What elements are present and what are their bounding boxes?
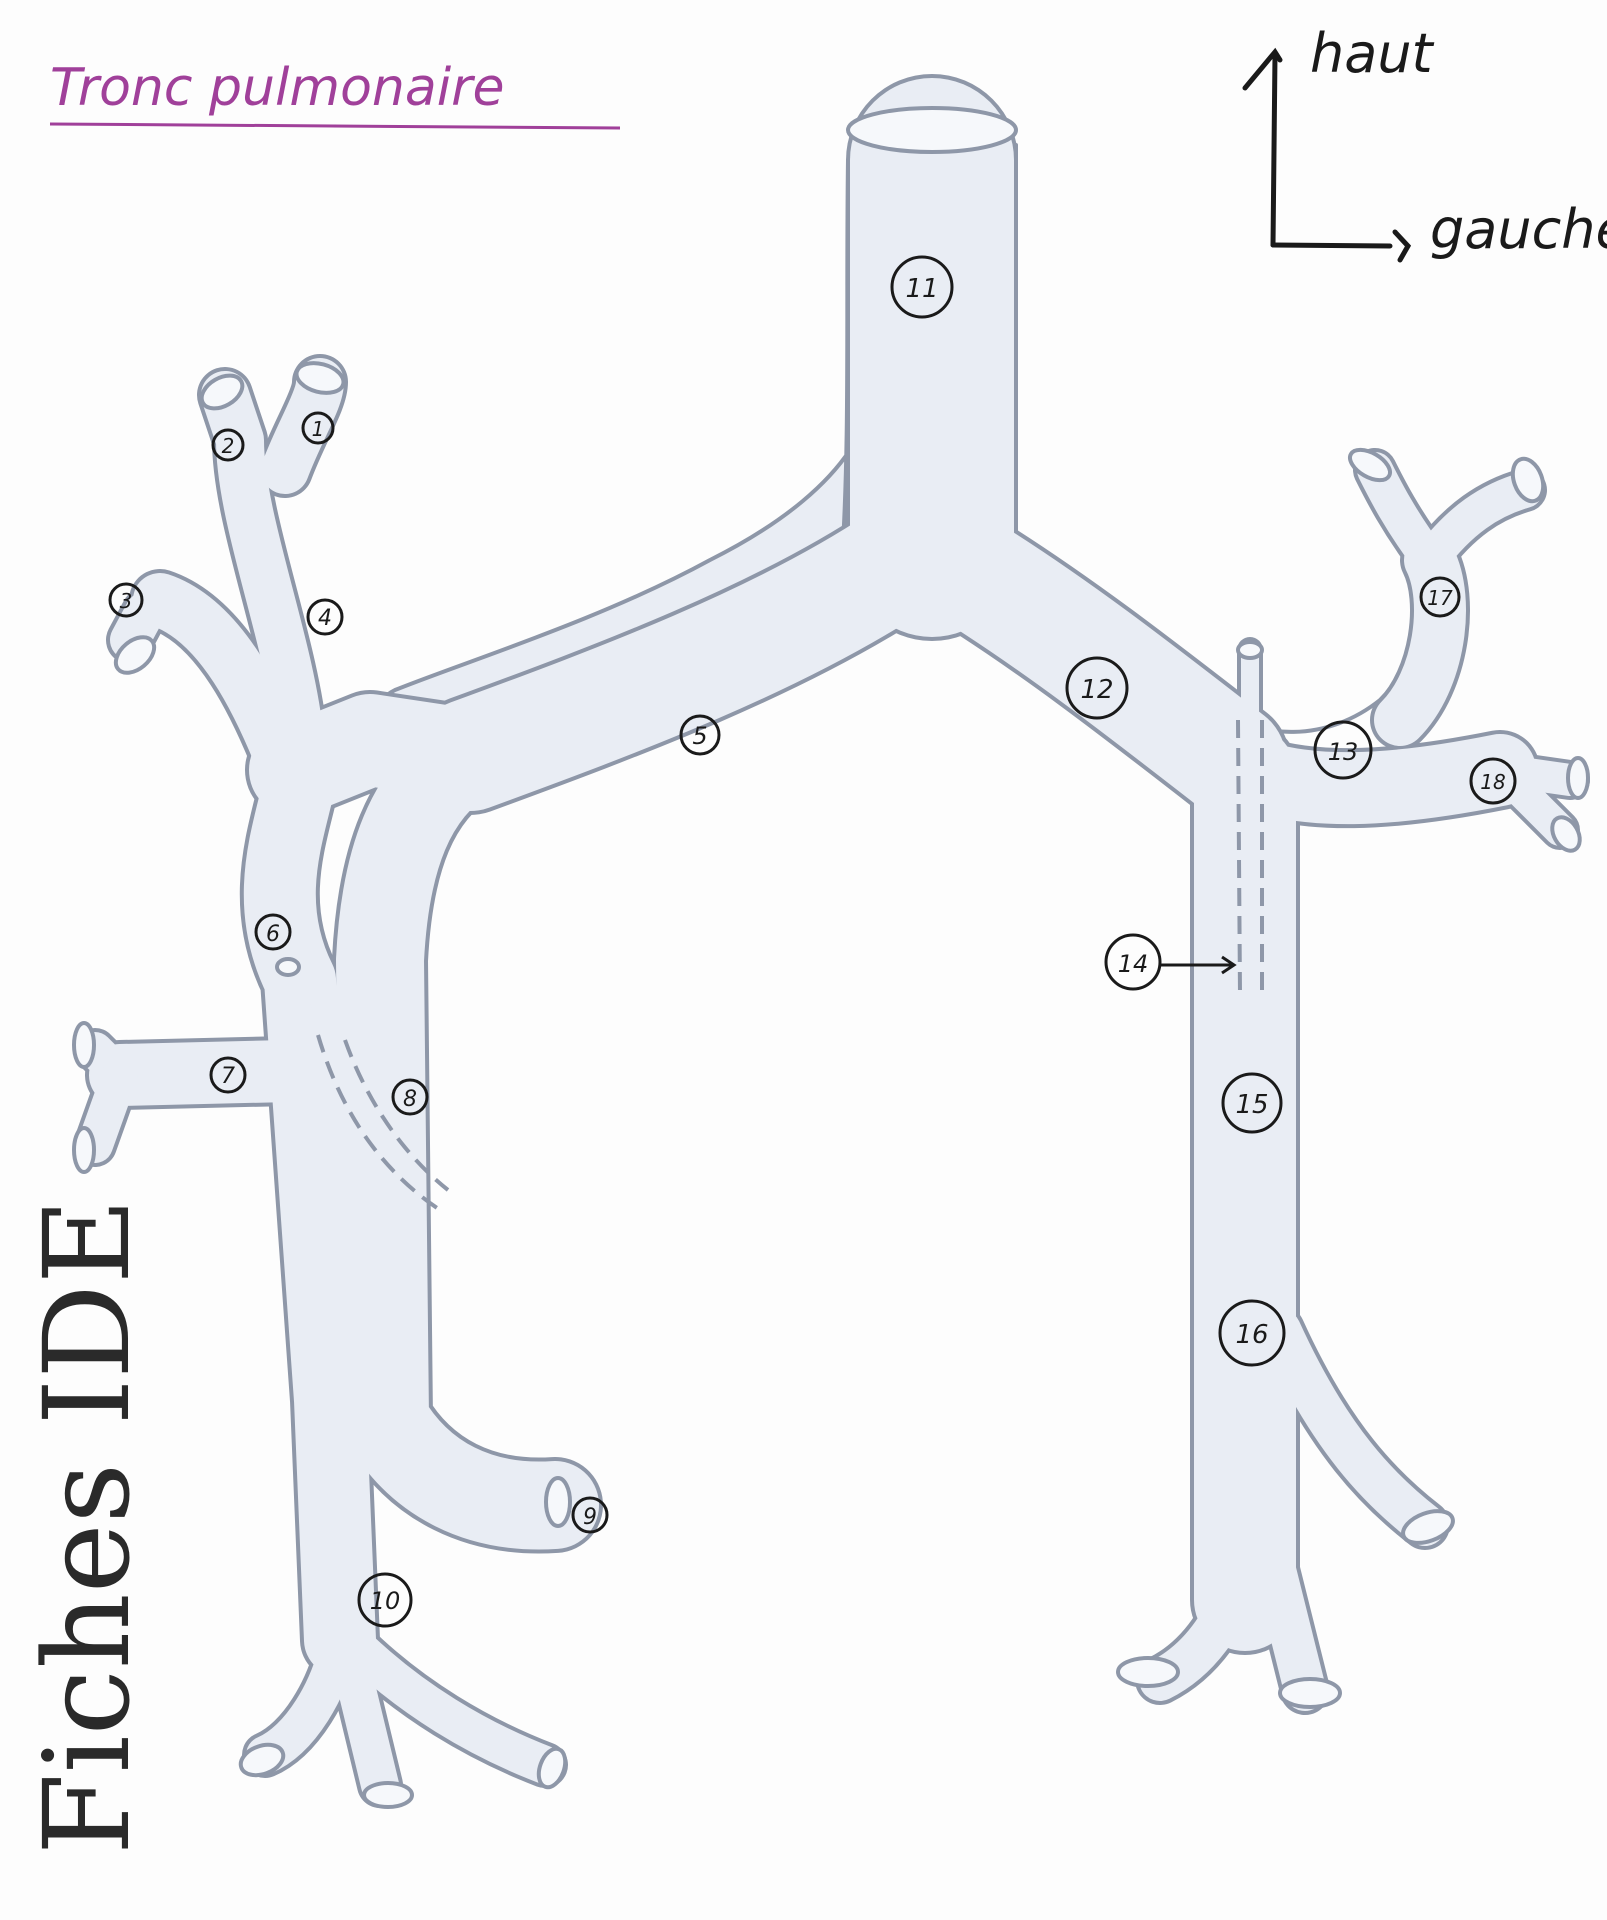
- svg-text:5: 5: [692, 722, 707, 750]
- label-3: 3: [108, 582, 144, 618]
- svg-text:3: 3: [120, 589, 133, 613]
- label-4: 4: [306, 598, 344, 636]
- label-12: 12: [1065, 656, 1129, 720]
- label-8: 8: [391, 1078, 429, 1116]
- label-17: 17: [1419, 576, 1461, 618]
- label-1: 1: [301, 411, 335, 445]
- orientation-left-label: gauche: [1430, 198, 1607, 261]
- svg-text:16: 16: [1235, 1320, 1268, 1350]
- label-15: 15: [1221, 1072, 1283, 1134]
- label-5: 5: [679, 714, 721, 756]
- hidden-vessels: [316, 719, 1264, 1212]
- vessel-layer: [73, 74, 1590, 1808]
- label-7: 7: [209, 1056, 247, 1094]
- svg-text:14: 14: [1118, 950, 1149, 978]
- number-labels: 1 2 3 4 5 6 7 8 9 10 11 12 13 14 15 16 1…: [108, 255, 1517, 1628]
- label-10: 10: [357, 1572, 413, 1628]
- vessel-openings: [72, 106, 1590, 1809]
- label-16: 16: [1218, 1299, 1286, 1367]
- label-13: 13: [1313, 720, 1373, 780]
- svg-text:1: 1: [312, 417, 325, 441]
- label-9: 9: [571, 1496, 609, 1534]
- svg-text:11: 11: [905, 274, 938, 304]
- diagram-title: Tronc pulmonaire: [50, 58, 505, 118]
- svg-text:15: 15: [1235, 1090, 1268, 1120]
- svg-text:9: 9: [583, 1505, 597, 1530]
- title-underline: [49, 122, 621, 130]
- label-18: 18: [1469, 757, 1517, 805]
- watermark: Fiches IDE: [18, 1198, 156, 1855]
- label-6: 6: [254, 913, 292, 951]
- orientation-axes: [1242, 47, 1412, 263]
- orientation-up-label: haut: [1310, 22, 1435, 85]
- label-14: 14: [1104, 933, 1162, 991]
- label-2: 2: [211, 428, 245, 462]
- svg-text:8: 8: [403, 1087, 417, 1112]
- svg-text:12: 12: [1080, 675, 1113, 705]
- svg-text:7: 7: [221, 1064, 235, 1089]
- svg-text:18: 18: [1480, 770, 1505, 794]
- label-11: 11: [890, 255, 954, 319]
- svg-text:6: 6: [266, 922, 280, 947]
- label-14-arrow: [1160, 955, 1237, 975]
- svg-text:17: 17: [1427, 586, 1453, 610]
- svg-text:13: 13: [1328, 738, 1359, 766]
- svg-text:10: 10: [370, 1587, 401, 1615]
- svg-text:2: 2: [222, 434, 235, 458]
- svg-text:4: 4: [318, 606, 332, 631]
